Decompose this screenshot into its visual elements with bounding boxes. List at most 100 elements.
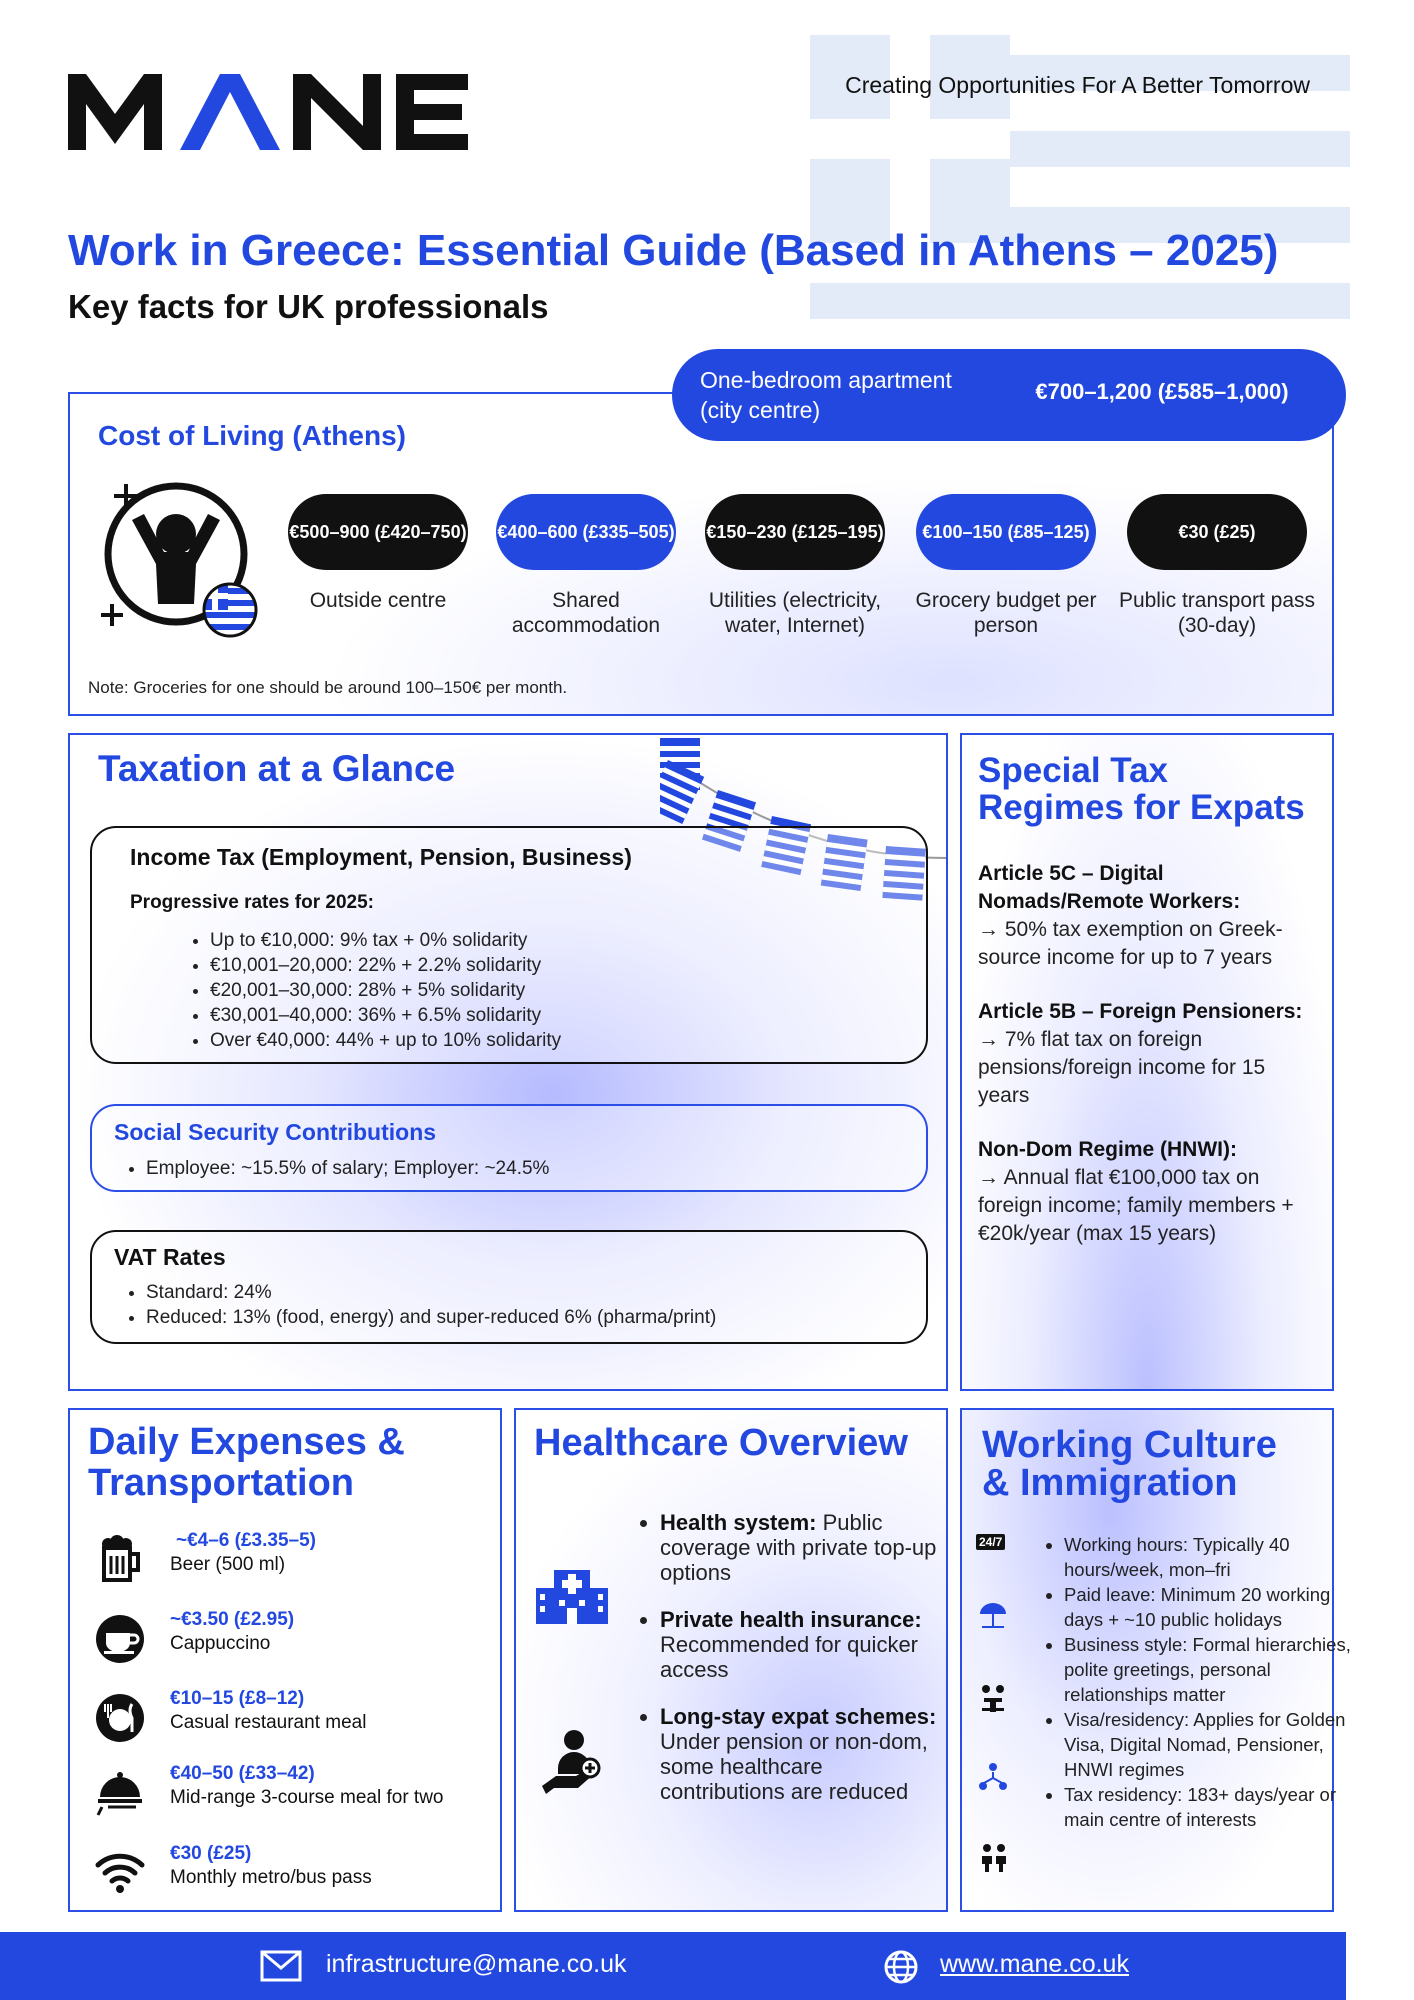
expense-value: ~€3.50 (£2.95) xyxy=(170,1609,295,1630)
income-tax-subtitle: Progressive rates for 2025: xyxy=(130,892,374,913)
network-people-icon xyxy=(979,1763,1007,1790)
income-tax-title: Income Tax (Employment, Pension, Busines… xyxy=(130,844,632,870)
vat-list: Standard: 24% Reduced: 13% (food, energy… xyxy=(122,1280,716,1330)
working-culture-item: Paid leave: Minimum 20 working days + ~1… xyxy=(1064,1582,1354,1632)
healthcare-item: Private health insurance: Recommended fo… xyxy=(660,1607,950,1682)
regime-title: Article 5C – Digital Nomads/Remote Worke… xyxy=(978,862,1241,913)
tax-rate-item: €20,001–30,000: 28% + 5% solidarity xyxy=(210,978,561,1003)
greek-bunting-icon xyxy=(660,738,947,901)
working-culture-heading: Working Culture & Immigration xyxy=(982,1424,1277,1504)
healthcare-item-text: Public coverage with private top-up opti… xyxy=(660,1510,937,1585)
greek-flag-icon xyxy=(202,582,258,638)
healthcare-section xyxy=(514,1408,948,1912)
footer-email-link[interactable]: infrastructure@mane.co.uk xyxy=(326,1950,627,1978)
regime-title: Non-Dom Regime (HNWI): xyxy=(978,1138,1237,1161)
apartment-pill: One-bedroom apartment (city centre) €700… xyxy=(672,349,1346,441)
expense-label: Beer (500 ml) xyxy=(170,1554,286,1575)
vat-item: Reduced: 13% (food, energy) and super-re… xyxy=(146,1305,716,1330)
cost-of-living-heading: Cost of Living (Athens) xyxy=(98,420,406,451)
cost-label-transport: Public transport pass (30-day) xyxy=(1118,589,1316,637)
cloche-icon xyxy=(96,1772,142,1816)
special-regimes-heading: Special Tax Regimes for Expats xyxy=(978,751,1305,827)
footer-bar: infrastructure@mane.co.uk www.mane.co.uk xyxy=(0,1932,1346,2000)
income-tax-box xyxy=(90,826,928,1064)
expense-value: ~€4–6 (£3.35–5) xyxy=(176,1530,316,1551)
income-tax-rates-list: Up to €10,000: 9% tax + 0% solidarity €1… xyxy=(186,928,561,1053)
cost-pill-utilities: €150–230 (£125–195) xyxy=(705,494,885,570)
vat-item: Standard: 24% xyxy=(146,1280,716,1305)
special-regimes-list: Article 5C – Digital Nomads/Remote Worke… xyxy=(978,860,1318,1274)
groceries-note: Note: Groceries for one should be around… xyxy=(88,678,568,697)
tax-rate-item: Over €40,000: 44% + up to 10% solidarity xyxy=(210,1028,561,1053)
person-celebrating-icon xyxy=(101,482,248,626)
expense-value: €10–15 (£8–12) xyxy=(170,1688,305,1709)
expense-value: €40–50 (£33–42) xyxy=(170,1763,315,1784)
regime-item: Article 5C – Digital Nomads/Remote Worke… xyxy=(978,860,1318,972)
wifi-icon xyxy=(95,1853,145,1893)
social-security-item: Employee: ~15.5% of salary; Employer: ~2… xyxy=(146,1156,549,1181)
tax-rate-item: Up to €10,000: 9% tax + 0% solidarity xyxy=(210,928,561,953)
beer-icon xyxy=(102,1535,140,1582)
coffee-cup-icon xyxy=(96,1615,144,1663)
hospital-icon xyxy=(536,1570,608,1624)
greek-flag-background xyxy=(810,35,1350,319)
regime-title: Article 5B – Foreign Pensioners: xyxy=(978,1000,1303,1023)
cost-pill-grocery: €100–150 (£85–125) xyxy=(916,494,1096,570)
working-culture-item: Visa/residency: Applies for Golden Visa,… xyxy=(1064,1707,1354,1782)
tax-rate-item: €30,001–40,000: 36% + 6.5% solidarity xyxy=(210,1003,561,1028)
vat-box xyxy=(90,1230,928,1344)
healthcare-item-title: Long-stay expat schemes: xyxy=(660,1704,937,1729)
working-culture-list: Working hours: Typically 40 hours/week, … xyxy=(1040,1532,1354,1832)
healthcare-item: Long-stay expat schemes: Under pension o… xyxy=(660,1704,950,1804)
daily-expenses-heading: Daily Expenses & Transportation xyxy=(88,1421,405,1504)
expense-label: Mid-range 3-course meal for two xyxy=(170,1787,444,1808)
tagline: Creating Opportunities For A Better Tomo… xyxy=(845,72,1310,98)
working-culture-item: Tax residency: 183+ days/year or main ce… xyxy=(1064,1782,1354,1832)
footer-website-link[interactable]: www.mane.co.uk xyxy=(940,1950,1129,1978)
regime-item: Non-Dom Regime (HNWI): → Annual flat €100… xyxy=(978,1136,1318,1248)
cost-label-outside-centre: Outside centre xyxy=(309,589,447,612)
page-subtitle: Key facts for UK professionals xyxy=(68,288,549,325)
social-security-box xyxy=(90,1104,928,1192)
expense-label: Casual restaurant meal xyxy=(170,1712,367,1733)
mane-logo xyxy=(68,74,468,150)
regime-text: → Annual flat €100,000 tax on foreign in… xyxy=(978,1166,1294,1245)
working-culture-item: Business style: Formal hierarchies, poli… xyxy=(1064,1632,1354,1707)
cutlery-icon xyxy=(96,1694,144,1742)
healthcare-list: Health system: Public coverage with priv… xyxy=(636,1510,950,1826)
people-icon xyxy=(982,1844,1006,1872)
apartment-value: €700–1,200 (£585–1,000) xyxy=(1035,379,1289,404)
regime-text: → 50% tax exemption on Greek-source inco… xyxy=(978,918,1283,969)
healthcare-item-title: Private health insurance: xyxy=(660,1607,922,1632)
cost-pill-transport: €30 (£25) xyxy=(1127,494,1307,570)
cost-pill-shared-accommodation: €400–600 (£335–505) xyxy=(496,494,676,570)
cost-label-utilities: Utilities (electricity, water, Internet) xyxy=(708,589,882,637)
healthcare-item-text: Under pension or non-dom, some healthcar… xyxy=(660,1729,928,1804)
daily-expenses-section xyxy=(68,1408,502,1912)
healthcare-item-title: Health system: xyxy=(660,1510,817,1535)
healthcare-item-text: Recommended for quicker access xyxy=(660,1632,919,1682)
tax-rate-item: €10,001–20,000: 22% + 2.2% solidarity xyxy=(210,953,561,978)
caregiver-icon xyxy=(542,1730,601,1794)
clock-247-icon: 24/7 xyxy=(976,1534,1006,1550)
regime-text: → 7% flat tax on foreign pensions/foreig… xyxy=(978,1028,1266,1107)
social-security-list: Employee: ~15.5% of salary; Employer: ~2… xyxy=(122,1156,549,1181)
expense-label: Monthly metro/bus pass xyxy=(170,1867,372,1888)
apartment-label: One-bedroom apartment (city centre) xyxy=(700,367,952,423)
cost-label-shared-accommodation: Shared accommodation xyxy=(511,589,661,637)
regime-item: Article 5B – Foreign Pensioners: → 7% fla… xyxy=(978,998,1318,1110)
cost-label-grocery: Grocery budget per person xyxy=(915,589,1097,637)
working-culture-section xyxy=(960,1408,1334,1912)
vat-title: VAT Rates xyxy=(114,1244,226,1270)
working-culture-item: Working hours: Typically 40 hours/week, … xyxy=(1064,1532,1354,1582)
expense-label: Cappuccino xyxy=(170,1633,271,1654)
expense-value: €30 (£25) xyxy=(170,1843,252,1864)
page-title: Work in Greece: Essential Guide (Based i… xyxy=(68,226,1279,275)
special-regimes-section xyxy=(960,733,1334,1391)
social-security-title: Social Security Contributions xyxy=(114,1119,437,1145)
healthcare-item: Health system: Public coverage with priv… xyxy=(660,1510,950,1585)
cost-of-living-section xyxy=(68,392,1334,716)
podium-icon xyxy=(982,1685,1004,1712)
beach-umbrella-icon xyxy=(980,1603,1006,1628)
email-icon xyxy=(260,1950,302,1982)
